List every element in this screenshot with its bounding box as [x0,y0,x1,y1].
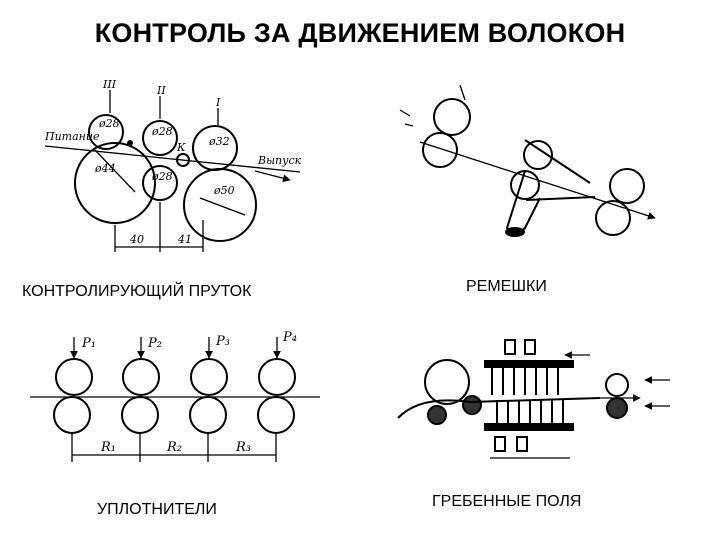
top-rolls [55,358,296,396]
pressure-p3: P₃ [215,334,230,349]
feed-label: Питание [44,130,100,143]
upper-gill-bar [484,360,574,368]
front-roll-top [609,168,645,204]
apron-belt [524,139,596,201]
front-roll-bottom [595,200,631,236]
gill-fields-diagram [397,339,670,459]
pressure-p1: P₁ [81,336,96,351]
back-roll-bottom [422,132,458,168]
roll-i-label: I [215,96,221,109]
feed-roll-top [424,359,470,405]
diameter-ii-bottom: ø28 [151,170,173,183]
caption-condensers: УПЛОТНИТЕЛИ [97,501,217,518]
distance-r2: R₂ [166,440,182,455]
fiber-path-line [44,145,301,173]
roll-iii-label: III [102,78,117,91]
distance-2: 41 [177,233,192,246]
distance-r1: R₁ [100,440,116,455]
caption-gill-fields: ГРЕБЕННЫЕ ПОЛЯ [432,493,582,510]
aprons-diagram [399,84,656,237]
page-title: КОНТРОЛЬ ЗА ДВИЖЕНИЕМ ВОЛОКОН [94,18,626,48]
back-roll-top [433,98,471,136]
apron-bottom-roll [510,170,540,200]
control-rod-k [176,153,190,167]
draft-roll-top [605,373,629,397]
diameter-feed: ø44 [94,162,116,175]
fiber-sheet [397,397,601,419]
diameter-ii-top: ø28 [151,125,173,138]
distance-1: 40 [129,233,144,246]
diameter-iii: ø28 [98,117,120,130]
bottom-rolls [53,396,295,434]
pressure-p2: P₂ [147,336,162,351]
roll-ii-label: II [156,84,166,97]
caption-control-rod: КОНТРОЛИРУЮЩИЙ ПРУТОК [22,283,252,300]
control-rod-diagram: Питание Выпуск III II I ø28 ø28 ø32 ø44 … [44,78,302,252]
rod-k-label: К [176,141,186,154]
diameter-i-bottom: ø50 [213,184,235,197]
caption-aprons: РЕМЕШКИ [466,278,547,295]
distance-r3: R₃ [235,440,251,455]
output-label: Выпуск [257,154,302,167]
feed-roll-small [462,395,482,415]
diameter-i-top: ø32 [208,135,230,148]
roll-ii-top [142,120,178,156]
feed-roll-bottom [427,405,447,425]
roll-ii-bottom [142,165,178,201]
lower-gill-bar [484,423,574,431]
condensers-diagram: P₁ P₂ P₃ P₄ R₁ R₂ R₃ [30,330,320,462]
apron-top-roll [523,140,553,170]
pressure-p4: P₄ [282,330,297,345]
feed-roll-large [74,142,156,224]
draft-roll-bottom [606,397,628,419]
roll-iii [88,114,124,150]
roll-i-bottom [183,168,257,242]
